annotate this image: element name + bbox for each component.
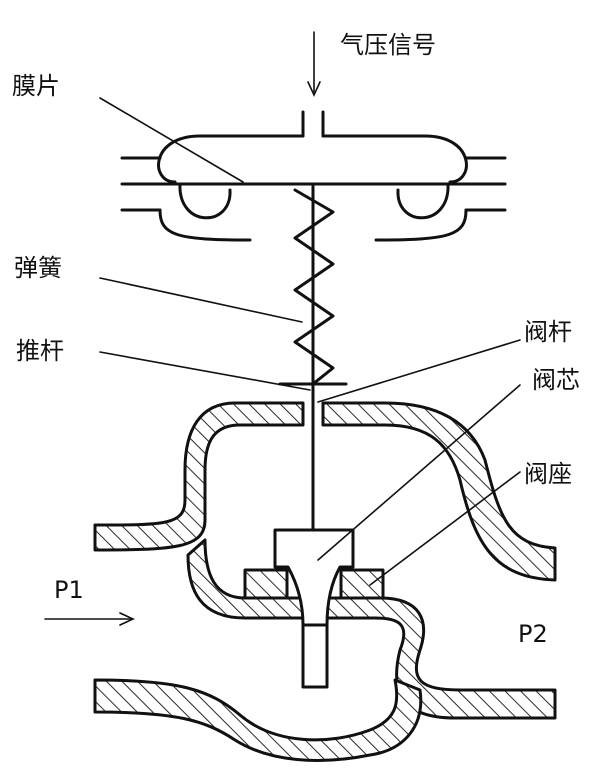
- actuator-housing: [120, 110, 507, 242]
- push-rod-leader: [99, 351, 311, 391]
- outlet-pressure-label: P2: [518, 620, 548, 648]
- diaphragm-label: 膜片: [12, 72, 60, 100]
- air-signal-label: 气压信号: [340, 31, 436, 59]
- spring-label: 弹簧: [14, 254, 62, 282]
- flow-arrow: [44, 612, 135, 626]
- valve-stem-label: 阀杆: [524, 318, 572, 346]
- spring-leader: [99, 277, 303, 323]
- valve-core-leader: [317, 384, 521, 561]
- valve-body: [93, 401, 557, 762]
- valve-core-label: 阀芯: [532, 366, 580, 394]
- valve-seat-label: 阀座: [524, 460, 572, 488]
- valve-stem-leader: [317, 339, 521, 403]
- inlet-pressure-label: P1: [54, 576, 84, 604]
- air-signal-arrow: [307, 31, 321, 97]
- valve-core-tip: [301, 623, 329, 689]
- diaphragm-leader: [99, 97, 244, 183]
- push-rod-label: 推杆: [16, 337, 64, 365]
- spring: [293, 188, 335, 386]
- valve-seat-leader: [369, 471, 521, 586]
- valve-seat: [243, 568, 385, 600]
